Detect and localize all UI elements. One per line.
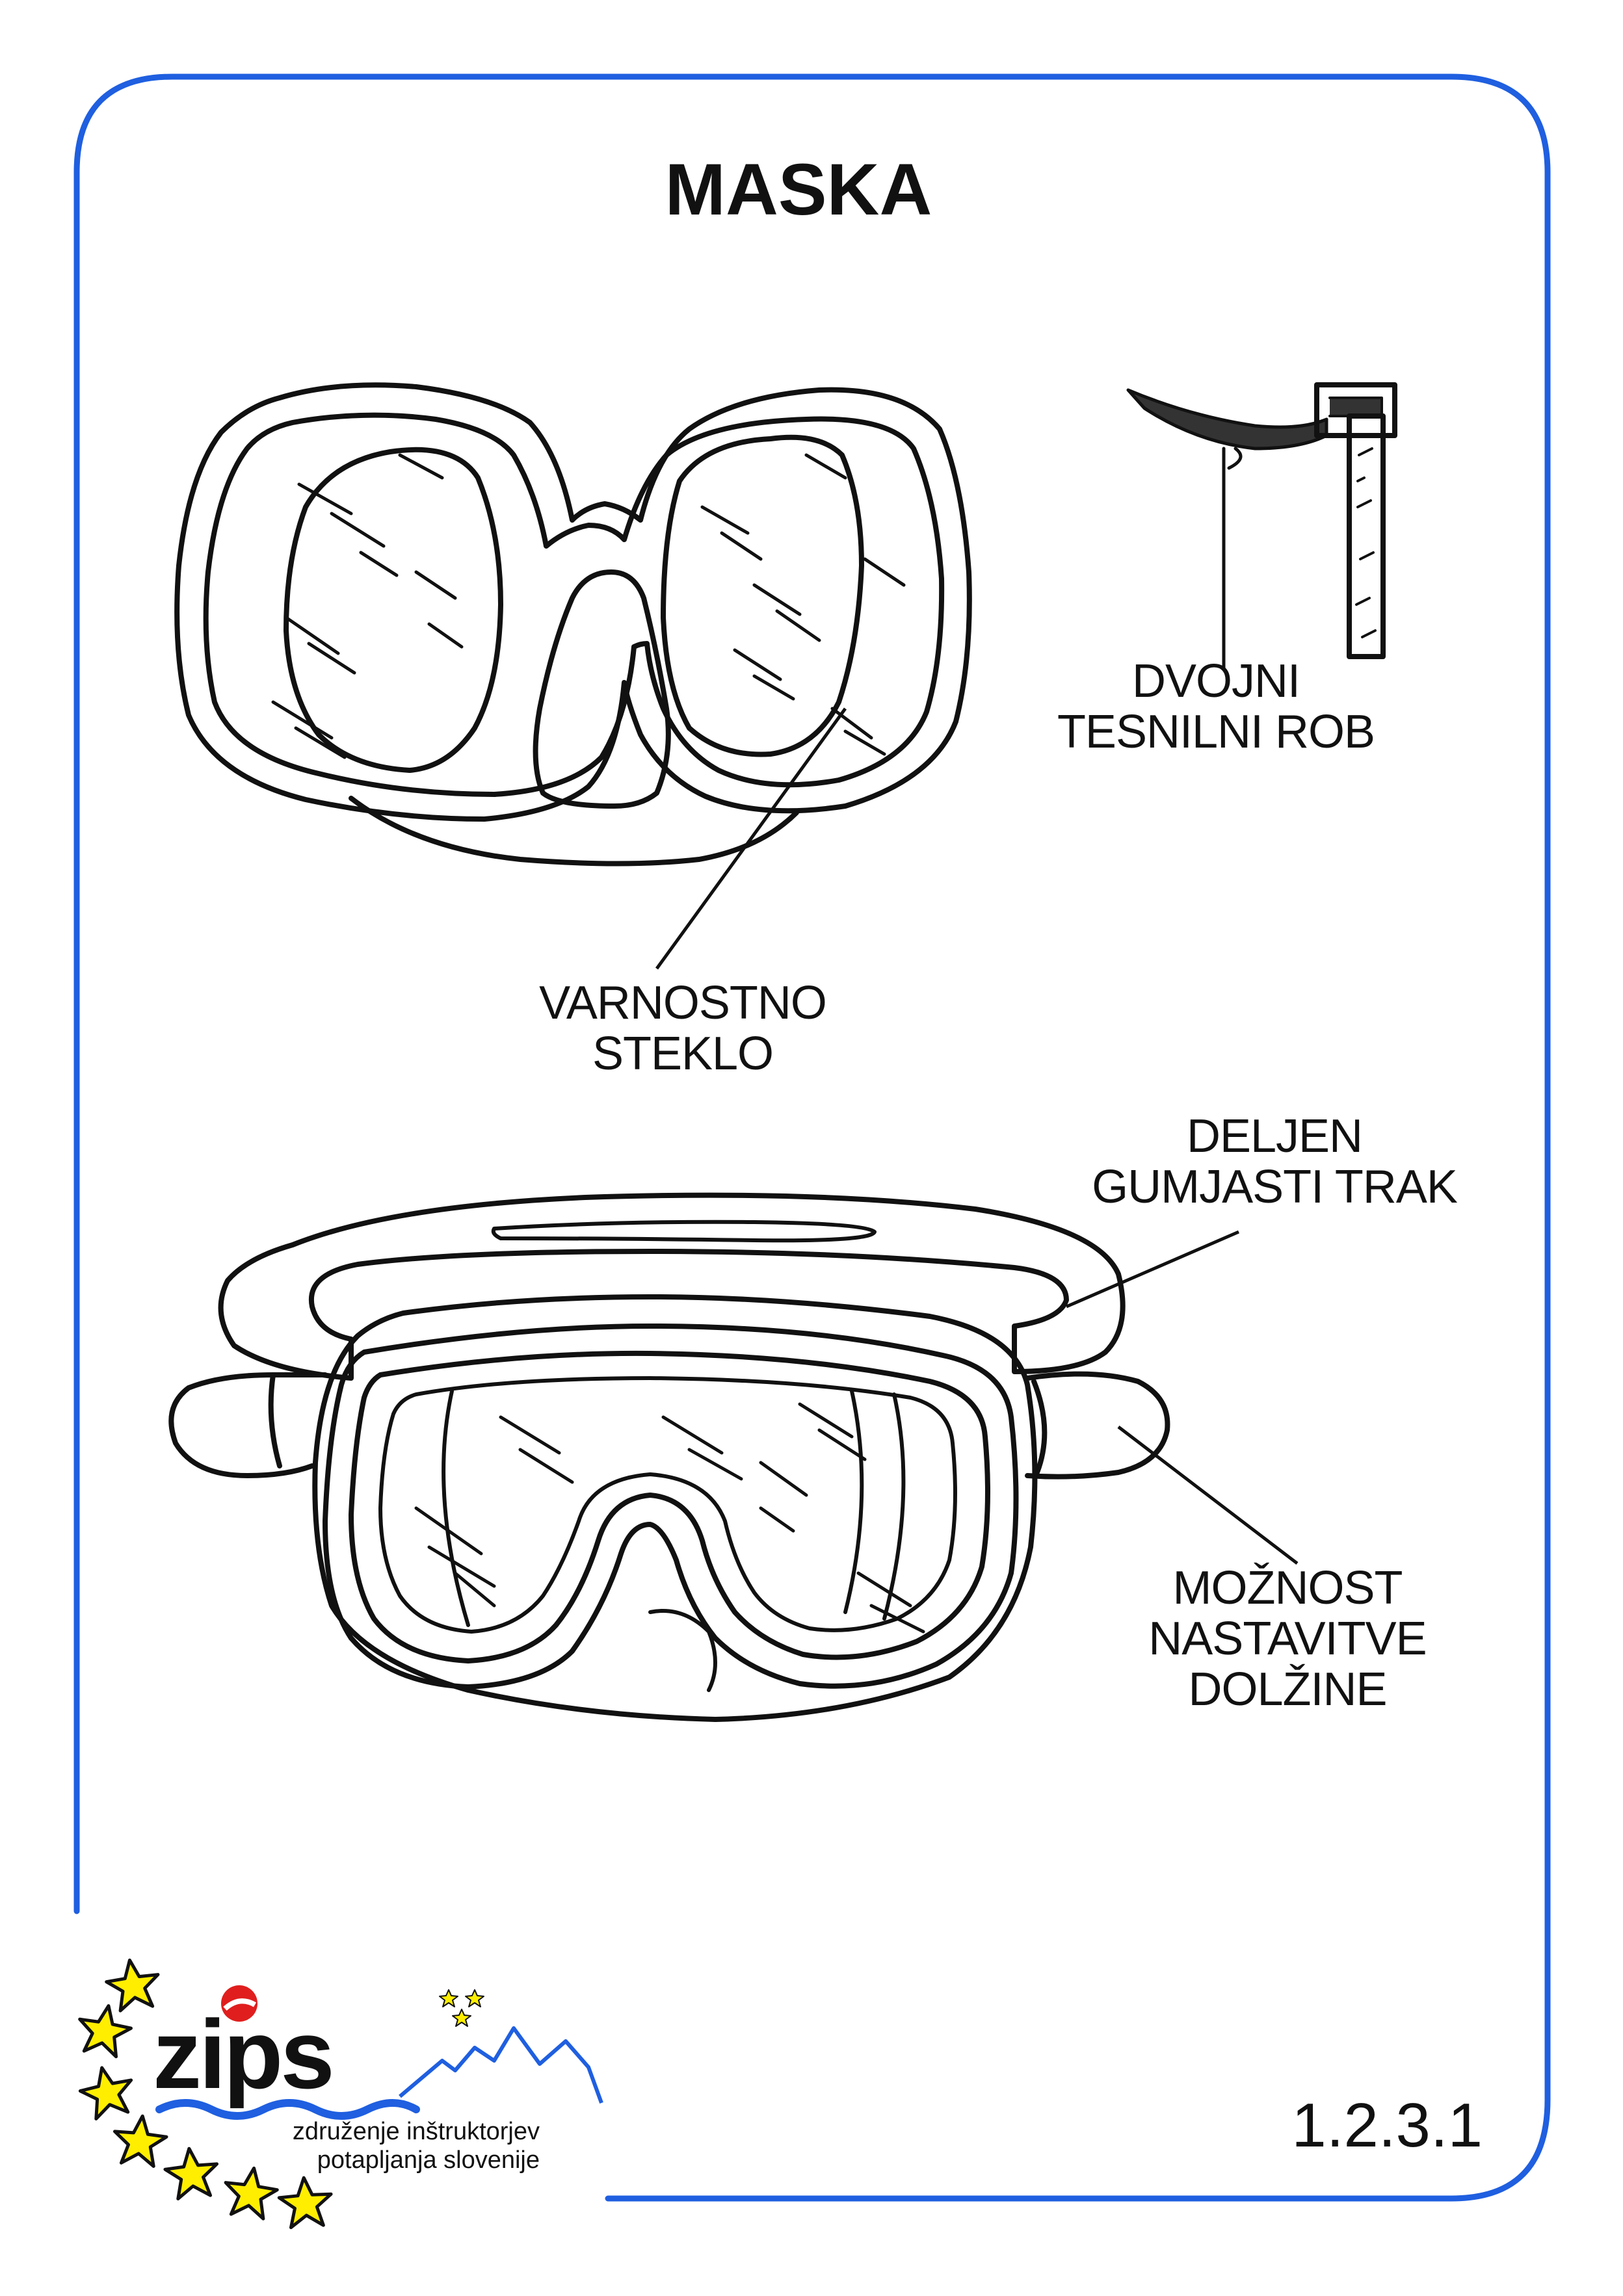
star-icon — [452, 2009, 471, 2027]
seal-cross-section — [1126, 382, 1397, 672]
logo-wordmark: zips — [153, 2000, 335, 2109]
label-line: DELJEN — [1186, 1110, 1363, 1162]
label-line: VARNOSTNO — [539, 977, 827, 1029]
star-icon — [75, 2002, 135, 2059]
star-icon — [112, 2113, 168, 2167]
label-split-strap: DELJEN GUMJASTI TRAK — [1066, 1110, 1483, 1213]
label-safety-glass: VARNOSTNO STEKLO — [507, 978, 858, 1080]
label-line: STEKLO — [592, 1027, 774, 1080]
label-line: NASTAVITVE — [1148, 1612, 1427, 1665]
page-title: MASKA — [665, 149, 932, 230]
logo-subtitle-line: združenje inštruktorjev — [292, 2118, 540, 2145]
label-line: GUMJASTI TRAK — [1092, 1160, 1458, 1213]
star-icon — [278, 2176, 333, 2228]
label-line: DVOJNI — [1131, 655, 1300, 707]
star-icon — [163, 2146, 220, 2200]
label-line: DOLŽINE — [1188, 1663, 1387, 1715]
label-line: MOŽNOST — [1172, 1562, 1403, 1614]
label-line: TESNILNI ROB — [1057, 705, 1375, 758]
page-number: 1.2.3.1 — [1291, 2091, 1483, 2160]
star-icon — [465, 1989, 484, 2007]
mountain-icon — [399, 2026, 603, 2104]
logo-subtitle: združenje inštruktorjev potapljanja slov… — [254, 2118, 540, 2174]
label-length-adjust: MOŽNOST NASTAVITVE DOLŽINE — [1125, 1563, 1450, 1715]
wave-icon — [155, 2099, 420, 2120]
label-double-seal: DVOJNI TESNILNI ROB — [1040, 655, 1392, 758]
mask-front-illustration — [174, 382, 972, 867]
logo-graphics — [155, 1985, 603, 2120]
mask-strap-illustration — [168, 1192, 1170, 1722]
leader-line-adjust — [1117, 1426, 1299, 1565]
leader-line-strap — [1066, 1230, 1239, 1309]
leader-line-glass — [655, 707, 847, 970]
star-icon — [439, 1989, 458, 2007]
logo-subtitle-line: potapljanja slovenije — [317, 2146, 540, 2174]
blue-frame — [73, 73, 1551, 2202]
star-icon — [77, 2063, 138, 2121]
